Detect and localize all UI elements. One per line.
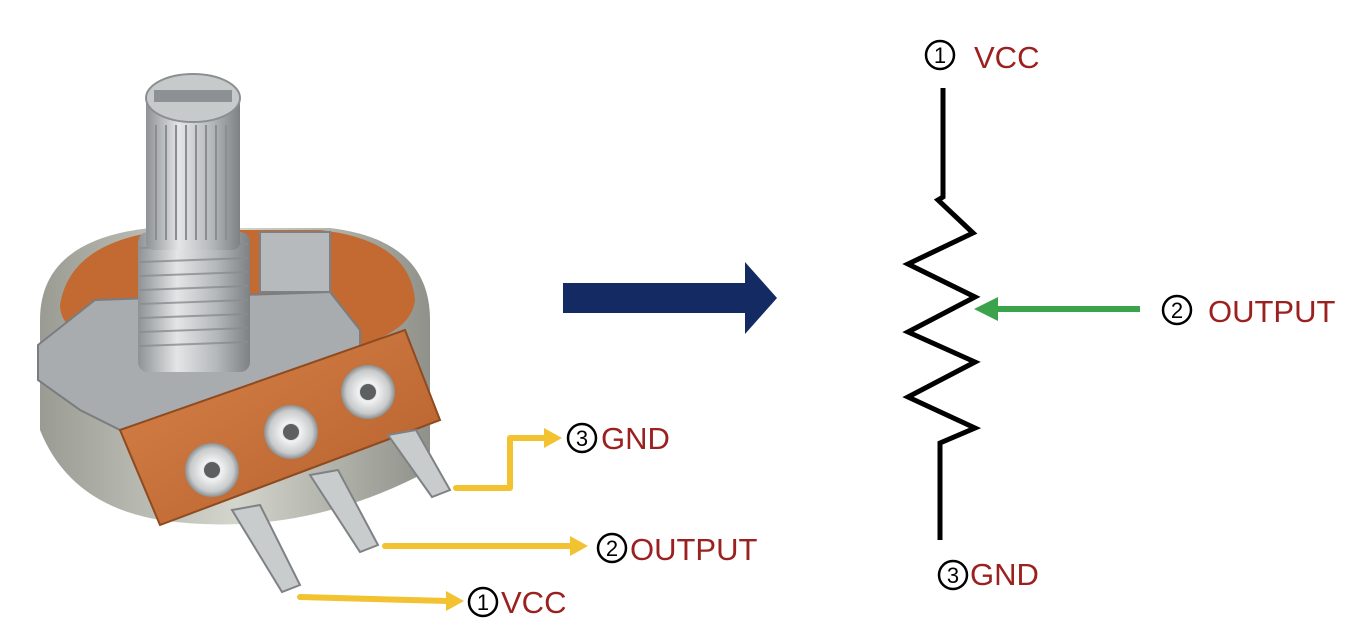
pin-number: 2: [606, 536, 618, 561]
pin-label: OUTPUT: [630, 532, 758, 567]
pin-label: OUTPUT: [1208, 294, 1336, 329]
pin-arrows: [297, 435, 575, 604]
pin-number-badge: [566, 422, 598, 454]
vcc-pin-arrow: [297, 594, 451, 604]
solder-pads: [185, 365, 395, 497]
potentiometer-illustration: [37, 73, 452, 594]
potentiometer-schematic: 1 VCC 2 OUTPUT 3 GND: [902, 39, 1336, 592]
schematic-label-gnd: 3 GND: [937, 557, 1039, 592]
pin-number: 1: [934, 43, 946, 68]
pot-pins: [230, 428, 452, 594]
pin-number-badge: [924, 39, 956, 71]
right-arrow-icon: [563, 262, 777, 334]
pin-number-badge: [467, 586, 499, 618]
pin-label: VCC: [501, 585, 566, 620]
pin-number: 2: [1171, 298, 1183, 323]
pin-number-badge: [937, 559, 969, 591]
pin-number: 1: [477, 590, 489, 615]
left-arrow-icon: [974, 297, 998, 321]
pin-label: GND: [970, 557, 1039, 592]
pin-number: 3: [576, 426, 588, 451]
pin-label: GND: [601, 421, 670, 456]
schematic-label-vcc: 1 VCC: [924, 39, 1039, 75]
pin-number-badge: [1161, 294, 1193, 326]
pin-number-badge: [596, 532, 628, 564]
schematic-label-output: 2 OUTPUT: [1161, 294, 1336, 329]
pin-label-gnd: 3 GND: [566, 421, 670, 456]
pin-number: 3: [947, 563, 959, 588]
pin-label-vcc: 1 VCC: [467, 585, 566, 620]
gnd-pin-arrow: [453, 435, 549, 491]
pin-label-output: 2 OUTPUT: [596, 532, 758, 567]
pin-arrowheads: [446, 428, 588, 611]
schematic-resistor: [902, 88, 982, 540]
pin-label: VCC: [974, 40, 1039, 75]
